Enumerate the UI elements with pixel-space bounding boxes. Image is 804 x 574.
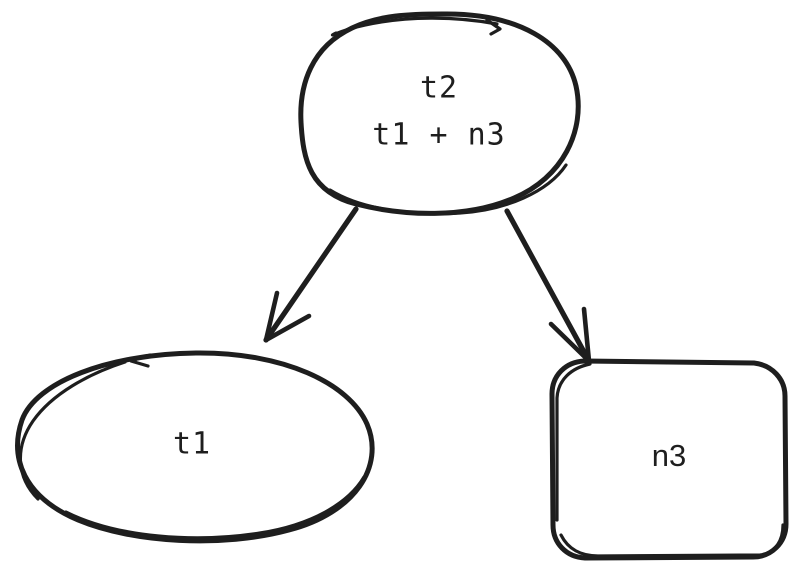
node-t1-label: t1 — [173, 427, 211, 462]
edge-t2-to-n3-arrowhead-barb-right — [581, 306, 592, 364]
node-t1[interactable]: t1 — [15, 350, 375, 544]
node-n3-outline-second-pass — [555, 362, 592, 522]
edge-t2-to-n3-shaft — [504, 208, 592, 364]
node-t2-label-line1: t2 — [420, 71, 458, 106]
node-t2-stroke-tail — [485, 18, 502, 36]
node-n3-outline — [549, 358, 789, 561]
node-t2-outline-second-pass — [330, 16, 499, 37]
edge-t2-to-t1-arrowhead-barb-left — [263, 290, 280, 343]
node-t1-outline-second-pass — [18, 360, 127, 501]
node-n3-outline-bottom-pass — [559, 523, 785, 558]
node-t1-stroke-tail — [129, 353, 152, 368]
edge-t2-to-t1-arrowhead-barb-right — [263, 313, 312, 343]
edge-t2-to-n3-arrowhead-barb-left — [548, 321, 592, 364]
node-t2-outline — [298, 11, 581, 216]
edge-t2-to-t1[interactable] — [263, 206, 359, 343]
node-t2-outline-overshoot — [328, 163, 568, 216]
edge-t2-to-n3[interactable] — [504, 208, 592, 364]
node-t1-outline-bottom-pass — [64, 475, 366, 540]
node-t2[interactable]: t2 t1 + n3 — [298, 11, 581, 216]
node-t2-label-line2: t1 + n3 — [372, 118, 505, 153]
node-n3[interactable]: n3 — [549, 358, 789, 561]
edge-t2-to-t1-shaft — [263, 206, 359, 343]
node-n3-label: n3 — [652, 438, 686, 473]
node-t1-outline — [15, 350, 375, 544]
